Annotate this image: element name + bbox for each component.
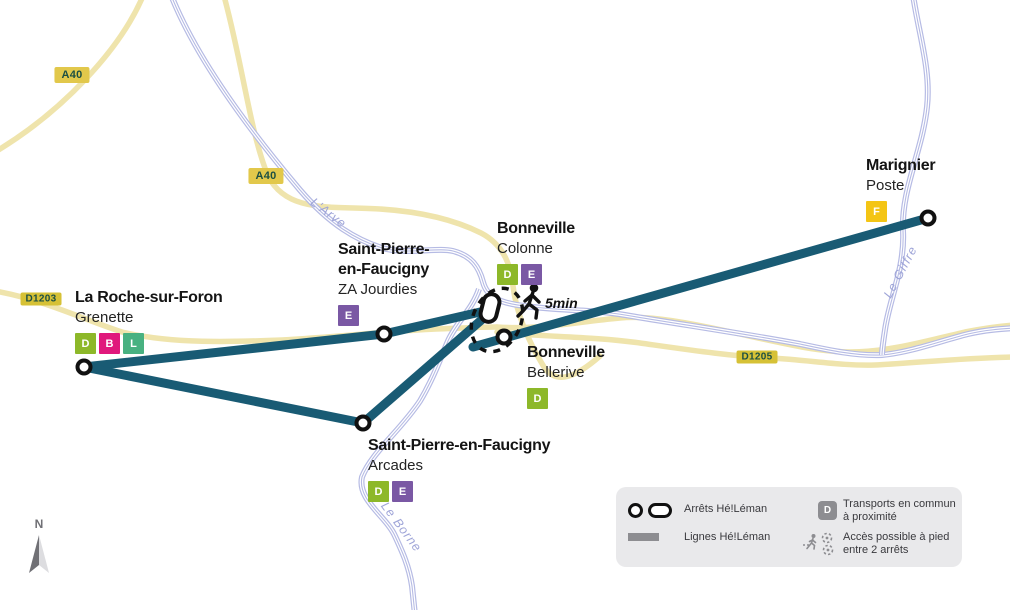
legend-label-stops: Arrêts Hé!Léman xyxy=(684,503,768,515)
legend-label-transit-nearby: Transports en commun à proximité xyxy=(843,498,956,523)
walk-link-ellipse xyxy=(469,286,525,354)
transit-line-bellerive-marignier xyxy=(468,213,933,352)
road-badge-a40-1: A40 xyxy=(54,67,90,83)
stop-name: Arcades xyxy=(368,457,424,474)
line-badge-d: D xyxy=(527,388,548,409)
line-badge-d: D xyxy=(368,481,389,502)
walking-person-icon xyxy=(516,283,541,320)
stop-label-marignier: Marignier Poste F xyxy=(866,156,936,222)
stop-marker-za-jourdies xyxy=(375,325,393,343)
line-badge-d: D xyxy=(497,264,518,285)
line-badges: E xyxy=(338,305,429,326)
legend-transit-nearby-icon: D xyxy=(818,501,837,520)
line-badges: F xyxy=(866,201,935,222)
stop-name: Bellerive xyxy=(527,364,585,381)
stop-label-bellerive: Bonneville Bellerive D xyxy=(527,343,605,409)
stop-marker-arcades xyxy=(354,414,372,432)
stop-name: ZA Jourdies xyxy=(338,281,418,298)
line-badge-f: F xyxy=(866,201,887,222)
stop-city: Saint-Pierre- xyxy=(338,241,430,258)
legend-label-walk-access: Accès possible à pied entre 2 arrêts xyxy=(843,531,950,556)
line-badge-b: B xyxy=(99,333,120,354)
legend-stop-pill-icon xyxy=(648,503,672,518)
legend-line-swatch xyxy=(628,533,659,541)
stop-marker-colonne-hub xyxy=(478,292,502,324)
line-badges: D xyxy=(527,388,605,409)
legend-stop-circle-icon xyxy=(628,503,643,518)
line-badge-l: L xyxy=(123,333,144,354)
stop-city: Marignier xyxy=(866,157,936,174)
road-d1203 xyxy=(0,289,500,345)
stop-name: Colonne xyxy=(497,240,553,257)
north-label: N xyxy=(34,517,44,531)
legend-walk-access-icon xyxy=(803,532,834,556)
line-badges: D B L xyxy=(75,333,223,354)
legend-label-lines: Lignes Hé!Léman xyxy=(684,531,771,543)
stop-city: La Roche-sur-Foron xyxy=(75,289,223,306)
stop-label-za-jourdies: Saint-Pierre- en-Faucigny ZA Jourdies E xyxy=(338,240,430,326)
stop-city: Bonneville xyxy=(497,220,575,237)
road-a40-main xyxy=(222,0,603,380)
line-badge-e: E xyxy=(521,264,542,285)
stop-name: Grenette xyxy=(75,309,134,326)
road-badge-d1205: D1205 xyxy=(736,350,778,364)
line-badge-e: E xyxy=(338,305,359,326)
stop-name: Poste xyxy=(866,177,905,194)
line-badge-d: D xyxy=(75,333,96,354)
line-badge-e: E xyxy=(392,481,413,502)
walk-time-label: 5min xyxy=(545,295,578,311)
stop-label-grenette: La Roche-sur-Foron Grenette D B L xyxy=(75,288,223,354)
compass: N xyxy=(24,517,54,580)
legend: Arrêts Hé!Léman Lignes Hé!Léman D Transp… xyxy=(616,487,962,567)
stop-marker-grenette xyxy=(75,358,93,376)
road-badge-a40-2: A40 xyxy=(248,168,284,184)
stop-markers xyxy=(75,209,937,432)
line-badges: D E xyxy=(368,481,550,502)
line-badges: D E xyxy=(497,264,575,285)
stop-label-arcades: Saint-Pierre-en-Faucigny Arcades D E xyxy=(368,436,550,502)
stop-marker-marignier xyxy=(919,209,937,227)
stop-marker-bellerive xyxy=(495,328,513,346)
stop-label-colonne: Bonneville Colonne D E xyxy=(497,219,575,285)
stop-city: en-Faucigny xyxy=(338,261,429,278)
stop-city: Saint-Pierre-en-Faucigny xyxy=(368,437,551,454)
road-badge-d1203: D1203 xyxy=(20,292,62,306)
north-arrow-icon xyxy=(29,535,49,573)
stop-city: Bonneville xyxy=(527,344,605,361)
